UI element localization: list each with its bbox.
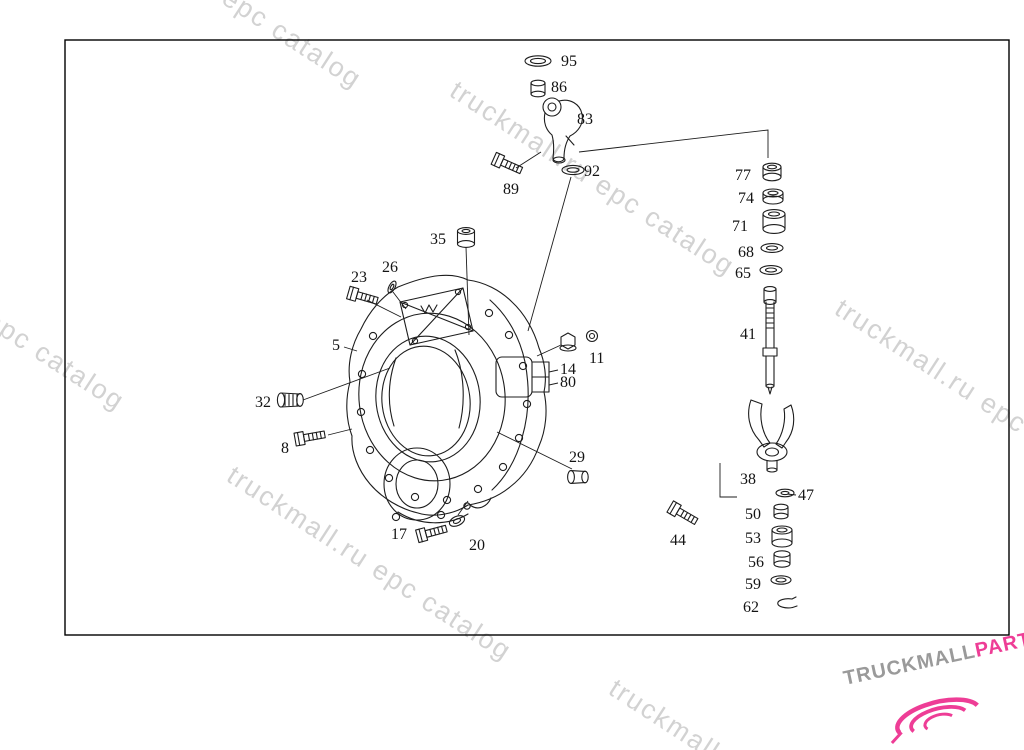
part-17-bolt [415,521,449,544]
part-20-washer [448,515,466,527]
part-label-74: 74 [738,190,754,207]
part-label-68: 68 [738,244,754,261]
part-label-26: 26 [382,259,398,276]
part-92-washer [561,164,585,176]
part-62-snap-ring [777,596,798,609]
part-95-seal [524,55,552,67]
part-label-53: 53 [745,530,761,547]
part-label-62: 62 [743,599,759,616]
truckmall-logo: TRUCKMALLPARTS [841,626,1024,745]
part-83-lever [542,97,583,164]
part-label-14: 14 [560,361,576,378]
part-74-washer [762,188,784,205]
watermark-text: truckmall.ru epc catalog [830,293,1024,500]
part-71-bushing [762,209,786,234]
part-38-fork [748,399,795,473]
part-11-nut [559,329,599,352]
diagram-artwork [276,55,798,609]
part-label-8: 8 [281,440,289,457]
leader-line-20 [457,500,469,516]
part-label-35: 35 [430,231,446,248]
leader-line-11 [536,344,562,357]
part-label-32: 32 [255,394,271,411]
leader-line-47 [786,493,797,496]
leader-line-92 [527,176,572,332]
part-41-shaft [762,286,778,395]
leader-line-14 [548,369,559,373]
part-29-plug [567,470,589,484]
part-label-83: 83 [577,111,593,128]
part-label-50: 50 [745,506,761,523]
leader-line-assembly [578,129,769,158]
leader-line-23 [366,299,402,318]
diagram-border [64,39,1010,636]
part-label-44: 44 [670,532,686,549]
part-32-plug [276,392,304,408]
swirl-arc-inner [923,712,953,731]
logo-parts-text: PARTS [973,626,1024,662]
part-26-washer [387,280,397,294]
leader-line-80 [548,382,559,386]
leader-line-5 [343,346,358,352]
swirl-arc-outer [895,697,979,735]
part-65-washer [759,265,783,275]
swirl-tail [890,731,903,745]
leader-line-26 [392,291,407,310]
part-89-bolt [490,151,525,178]
part-59-washer [770,575,792,585]
part-50-sleeve [773,503,789,520]
clutch-housing-drawing [346,274,550,524]
part-86-bushing [530,79,546,98]
part-77-cap [762,162,782,182]
part-label-95: 95 [561,53,577,70]
part-label-38: 38 [740,471,756,488]
part-label-86: 86 [551,79,567,96]
part-label-17: 17 [391,526,407,543]
swirl-arc-middle [909,705,967,733]
part-label-89: 89 [503,181,519,198]
part-label-71: 71 [732,218,748,235]
part-label-92: 92 [584,163,600,180]
part-label-29: 29 [569,449,585,466]
part-label-41: 41 [740,326,756,343]
leader-line-32 [302,367,391,401]
part-label-23: 23 [351,269,367,286]
part-label-47: 47 [798,487,814,504]
part-47-washer [775,488,795,498]
part-label-77: 77 [735,167,751,184]
leader-line-38 [719,463,737,498]
logo-truckmall-text: TRUCKMALL [841,640,977,689]
part-53-cup [771,525,793,548]
part-label-65: 65 [735,265,751,282]
part-label-5: 5 [332,337,340,354]
leader-lines [302,129,797,516]
part-label-20: 20 [469,537,485,554]
part-35-bushing [456,227,476,248]
part-label-11: 11 [589,350,604,367]
part-44-bolt [666,500,700,528]
part-label-80: 80 [560,374,576,391]
swirl-icon [890,697,979,745]
leader-line-89 [515,151,542,169]
watermark-text: truckmall.ru epc catalog [72,0,368,94]
leader-line-35 [465,246,470,336]
part-8-bolt [293,427,327,447]
leader-line-8 [327,428,353,436]
part-68-washer [760,243,784,253]
part-label-56: 56 [748,554,764,571]
part-label-59: 59 [745,576,761,593]
leader-line-29 [496,431,573,470]
part-56-sleeve [773,550,791,568]
